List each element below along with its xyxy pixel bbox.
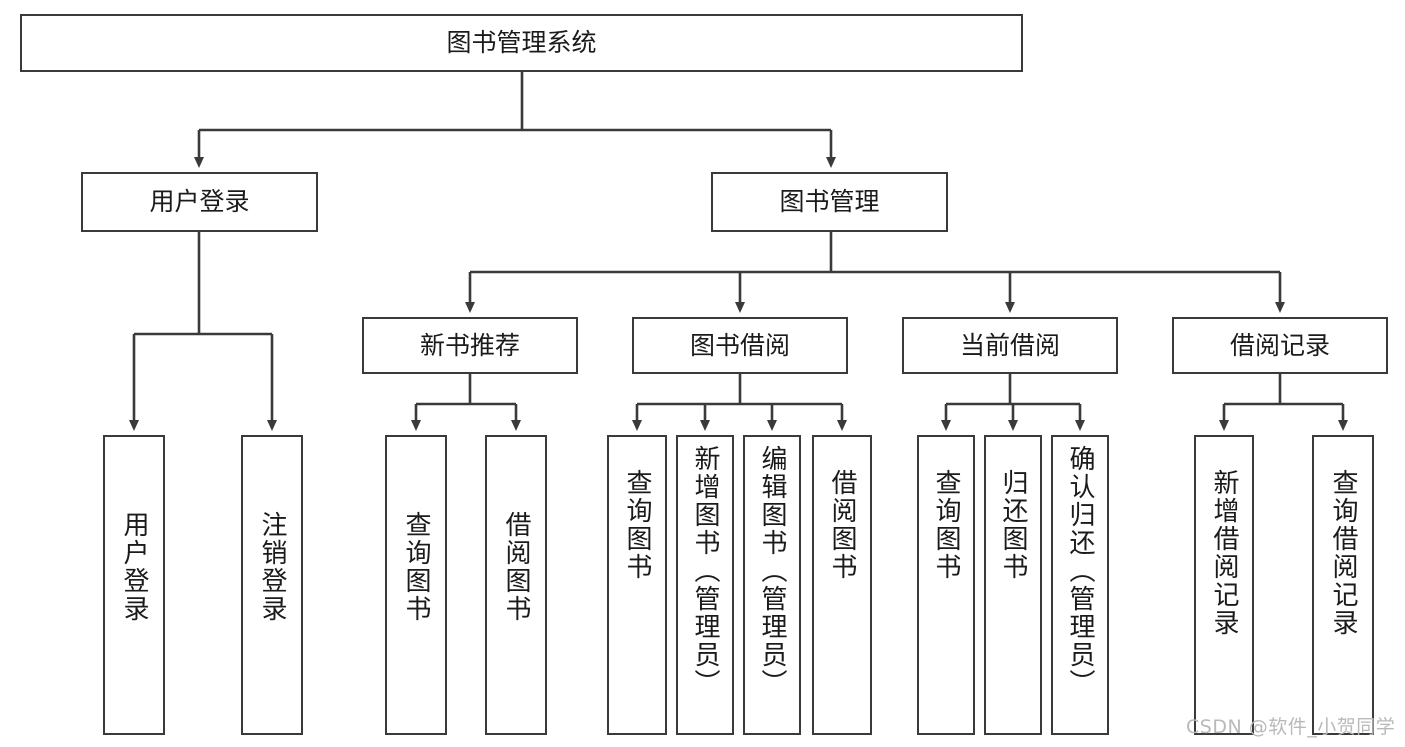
node-leaf-query-book-rec-label: 查询图书 <box>401 511 431 623</box>
node-leaf-return-book-label: 归还图书 <box>998 469 1028 581</box>
node-leaf-user-login[interactable]: 用户登录 <box>103 435 165 735</box>
node-new-book-recommend-label: 新书推荐 <box>419 330 520 360</box>
node-book-management-label: 图书管理 <box>779 187 880 217</box>
node-current-borrow-label: 当前借阅 <box>959 330 1060 360</box>
node-leaf-confirm-return-admin-label: 确认归还（管理员） <box>1065 445 1095 697</box>
node-leaf-edit-book-admin-label: 编辑图书（管理员） <box>757 445 787 697</box>
node-leaf-add-borrow-record[interactable]: 新增借阅记录 <box>1194 435 1254 735</box>
node-root-label: 图书管理系统 <box>446 28 597 58</box>
node-new-book-recommend[interactable]: 新书推荐 <box>362 317 578 374</box>
node-leaf-add-book-admin[interactable]: 新增图书（管理员） <box>676 435 734 735</box>
node-leaf-query-book-current-label: 查询图书 <box>931 469 961 581</box>
node-leaf-user-login-label: 用户登录 <box>119 511 149 623</box>
node-leaf-query-book-borrow[interactable]: 查询图书 <box>607 435 667 735</box>
node-leaf-edit-book-admin[interactable]: 编辑图书（管理员） <box>743 435 801 735</box>
node-book-borrow[interactable]: 图书借阅 <box>632 317 848 374</box>
node-leaf-logout[interactable]: 注销登录 <box>241 435 303 735</box>
node-leaf-borrow-book-rec[interactable]: 借阅图书 <box>485 435 547 735</box>
node-leaf-confirm-return-admin[interactable]: 确认归还（管理员） <box>1051 435 1109 735</box>
node-book-management[interactable]: 图书管理 <box>711 172 948 232</box>
node-leaf-add-borrow-record-label: 新增借阅记录 <box>1209 469 1239 637</box>
csdn-watermark: CSDN @软件_小贺同学 <box>1186 716 1396 738</box>
node-leaf-query-borrow-record-label: 查询借阅记录 <box>1328 469 1358 637</box>
node-user-login-label: 用户登录 <box>149 187 250 217</box>
node-leaf-query-book-rec[interactable]: 查询图书 <box>385 435 447 735</box>
node-leaf-borrow-book[interactable]: 借阅图书 <box>812 435 872 735</box>
node-leaf-query-book-borrow-label: 查询图书 <box>622 469 652 581</box>
node-leaf-return-book[interactable]: 归还图书 <box>984 435 1042 735</box>
node-leaf-logout-label: 注销登录 <box>257 511 287 623</box>
node-leaf-borrow-book-label: 借阅图书 <box>827 469 857 581</box>
node-leaf-add-book-admin-label: 新增图书（管理员） <box>690 445 720 697</box>
node-root[interactable]: 图书管理系统 <box>20 14 1023 72</box>
node-leaf-query-borrow-record[interactable]: 查询借阅记录 <box>1312 435 1374 735</box>
node-borrow-record-label: 借阅记录 <box>1229 330 1330 360</box>
node-leaf-borrow-book-rec-label: 借阅图书 <box>501 511 531 623</box>
node-leaf-query-book-current[interactable]: 查询图书 <box>917 435 975 735</box>
node-user-login[interactable]: 用户登录 <box>81 172 318 232</box>
node-book-borrow-label: 图书借阅 <box>689 330 790 360</box>
node-current-borrow[interactable]: 当前借阅 <box>902 317 1118 374</box>
node-borrow-record[interactable]: 借阅记录 <box>1172 317 1388 374</box>
